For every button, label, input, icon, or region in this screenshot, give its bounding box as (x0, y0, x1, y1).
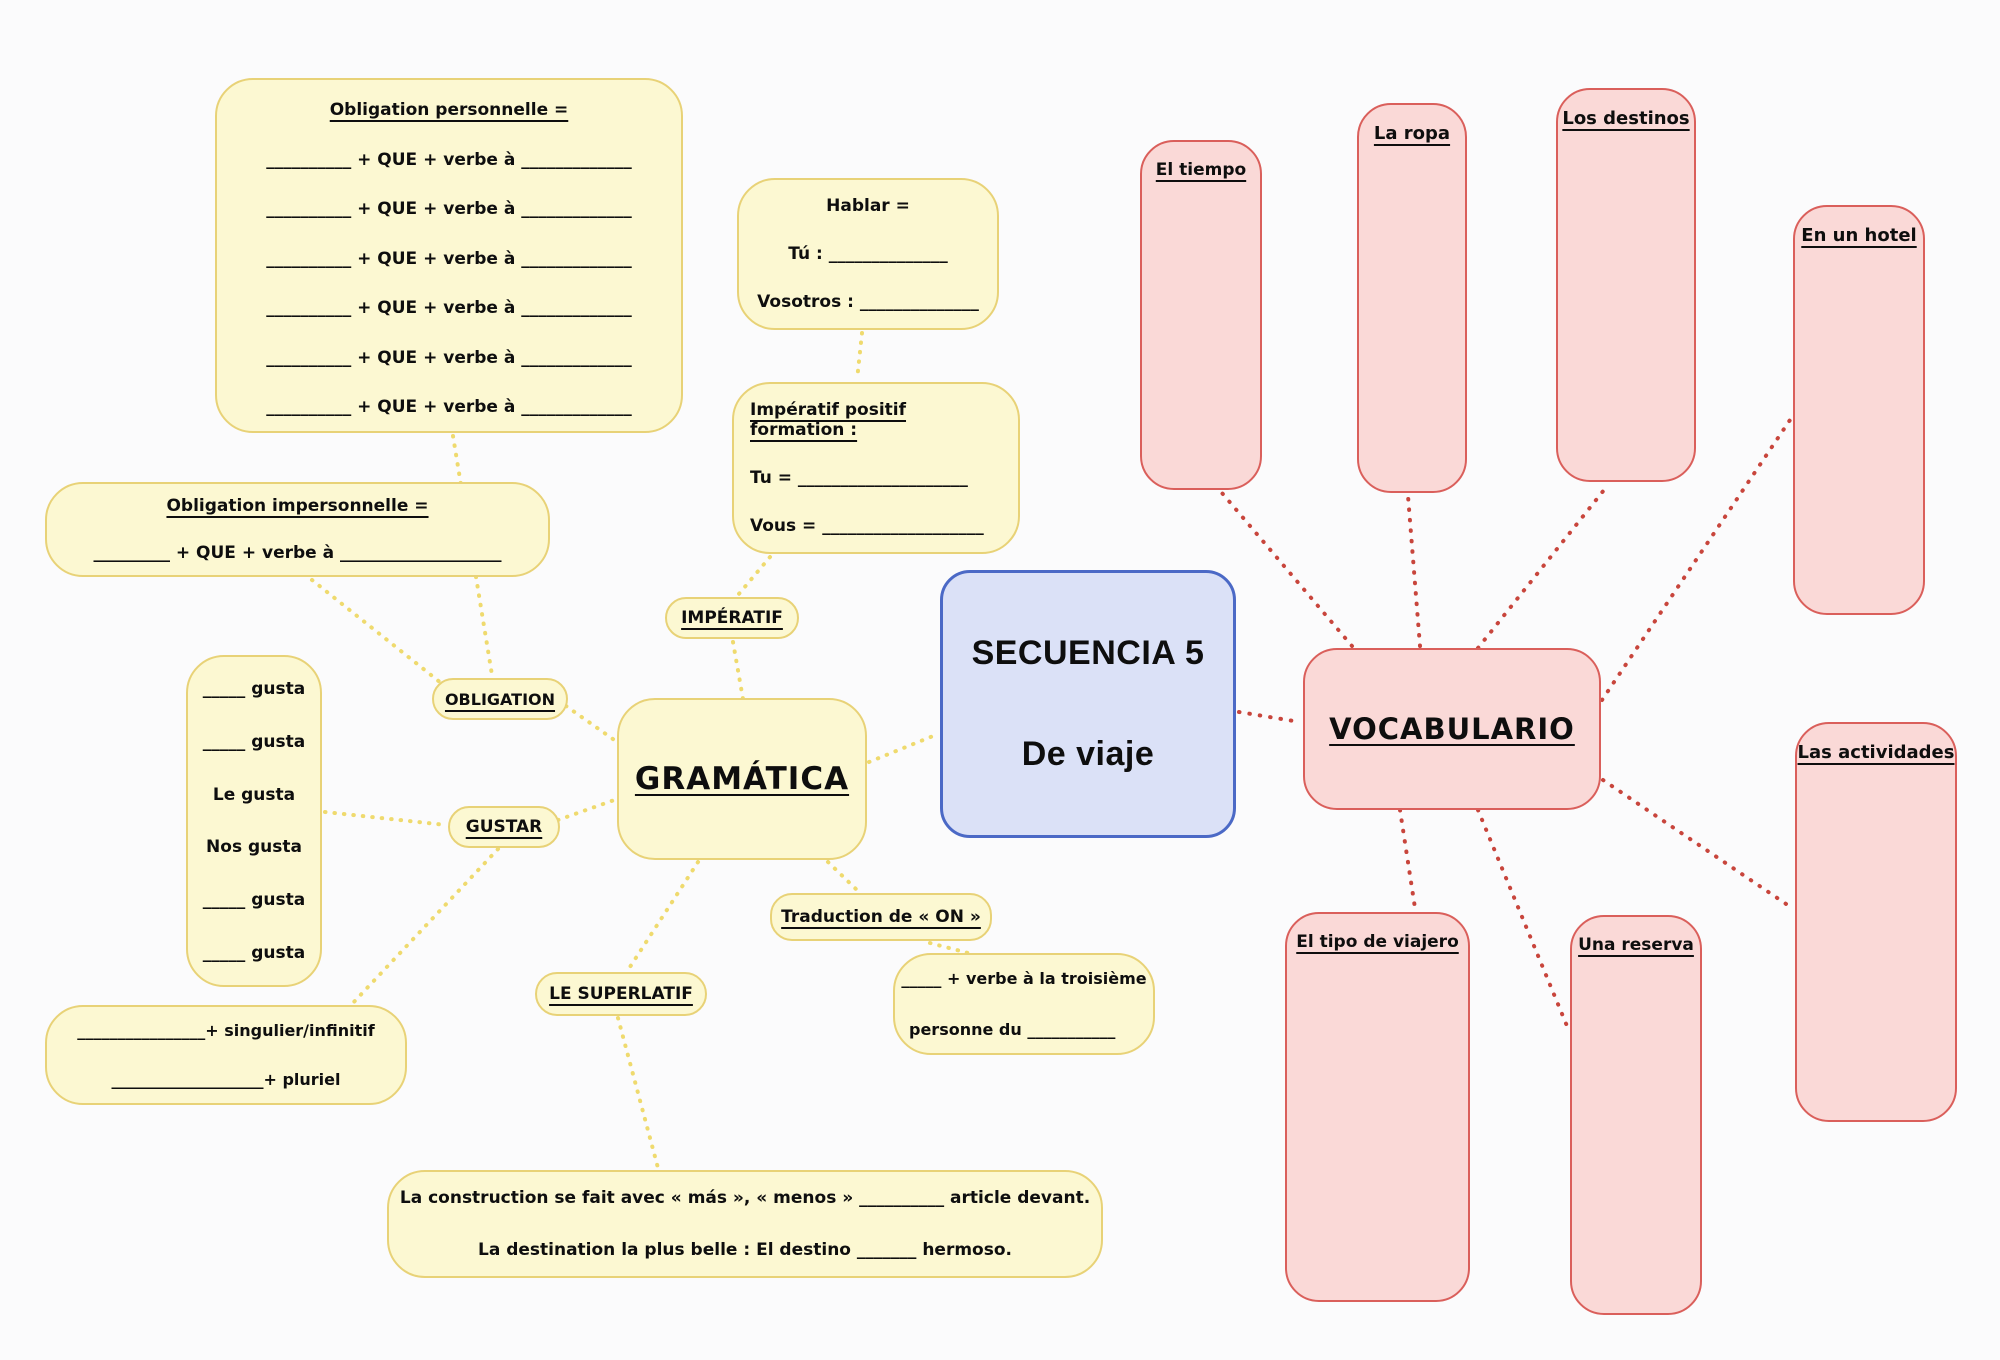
verbe-line-1: _____ + verbe à la troisième (901, 969, 1147, 988)
obligation-personnelle-line: __________ + QUE + verbe à _____________ (266, 248, 632, 269)
gustar-label-text: GUSTAR (465, 817, 543, 837)
connector-formation-imperatif (736, 555, 772, 597)
connector-vocab-reserva (1476, 808, 1569, 1028)
topic-label: Las actividades (1797, 742, 1955, 763)
node-hablar: Hablar = Tú : ______________ Vosotros : … (737, 178, 999, 330)
node-topic-la-ropa: La ropa (1357, 103, 1467, 493)
verbe-line-2: personne du ___________ (909, 1020, 1116, 1039)
node-obligation-personnelle: Obligation personnelle = __________ + QU… (215, 78, 683, 433)
connector-vocab-tipo (1398, 808, 1417, 910)
connector-gramatica-superlatif (626, 860, 700, 972)
gusta-line: _____ gusta (202, 942, 306, 963)
connector-secuencia-vocabulario (1237, 710, 1302, 724)
obligation-personnelle-line: __________ + QUE + verbe à _____________ (266, 149, 632, 170)
node-superlatif-blanks: ________________+ singulier/infinitif __… (45, 1005, 407, 1105)
obligation-personnelle-line: __________ + QUE + verbe à _____________ (266, 347, 632, 368)
node-topic-en-un-hotel: En un hotel (1793, 205, 1925, 615)
hablar-tu-line: Tú : ______________ (788, 244, 948, 264)
node-construction: La construction se fait avec « más », « … (387, 1170, 1103, 1278)
node-gusta-list: _____ gusta _____ gusta Le gusta Nos gus… (186, 655, 322, 987)
topic-label: La ropa (1373, 123, 1451, 144)
gramatica-title: GRAMÁTICA (634, 761, 850, 797)
hablar-vosotros-line: Vosotros : ______________ (757, 292, 979, 312)
gusta-line: _____ gusta (202, 731, 306, 752)
connector-gustar-blanks (350, 847, 500, 1006)
node-superlatif-label: LE SUPERLATIF (535, 972, 707, 1016)
node-topic-los-destinos: Los destinos (1556, 88, 1696, 482)
node-gustar-label: GUSTAR (448, 806, 560, 848)
node-obligation-label: OBLIGATION (432, 678, 568, 720)
node-topic-las-actividades: Las actividades (1795, 722, 1957, 1122)
connector-imperatif-gramatica (731, 640, 745, 701)
gusta-line: Nos gusta (206, 837, 302, 858)
connector-obligation-gramatica (564, 704, 622, 746)
connector-gramatica-secuencia (867, 732, 940, 764)
node-topic-el-tiempo: El tiempo (1140, 140, 1262, 490)
gusta-line: Le gusta (212, 784, 296, 805)
obligation-impersonnelle-title: Obligation impersonnelle = (166, 496, 429, 516)
node-gramatica: GRAMÁTICA (617, 698, 867, 860)
connector-vocab-actividades (1601, 778, 1794, 910)
superlatif-blank-pluriel: ___________________+ pluriel (111, 1070, 341, 1089)
connector-gustalist-gustar (323, 810, 448, 827)
obligation-label-text: OBLIGATION (444, 689, 556, 709)
topic-label: En un hotel (1801, 225, 1917, 246)
node-secuencia-5: SECUENCIA 5 De viaje (940, 570, 1236, 838)
construction-line-1: La construction se fait avec « más », « … (399, 1188, 1091, 1208)
node-imperatif-formation: Impératif positif formation : Tu = _____… (732, 382, 1020, 554)
node-imperatif-label: IMPÉRATIF (665, 597, 799, 639)
connector-impersonnelle-obligation (310, 578, 448, 689)
node-verbe-troisieme: _____ + verbe à la troisième personne du… (893, 953, 1155, 1055)
traduction-label-text: Traduction de « ON » (781, 907, 981, 927)
topic-label: Una reserva (1578, 935, 1694, 955)
gusta-line: _____ gusta (202, 679, 306, 699)
gusta-line: _____ gusta (202, 890, 306, 911)
topic-label: Los destinos (1562, 108, 1690, 129)
superlatif-label-text: LE SUPERLATIF (549, 984, 693, 1004)
topic-label: El tipo de viajero (1296, 932, 1459, 952)
connector-vocab-ropa (1406, 494, 1422, 648)
imperatif-formation-vous-line: Vous = ___________________ (750, 516, 984, 536)
connector-superlatif-construction (616, 1016, 660, 1170)
vocabulario-title: VOCABULARIO (1329, 712, 1575, 746)
secuencia-title-line-2: De viaje (1021, 734, 1155, 773)
node-topic-el-tipo-de-viajero: El tipo de viajero (1285, 912, 1470, 1302)
hablar-title: Hablar = (826, 196, 910, 216)
superlatif-blank-singulier: ________________+ singulier/infinitif (77, 1021, 375, 1040)
topic-label: El tiempo (1155, 160, 1247, 180)
obligation-personnelle-title: Obligation personnelle = (329, 100, 569, 120)
connector-gustar-gramatica (556, 796, 622, 822)
imperatif-formation-title: Impératif positif formation : (750, 400, 907, 440)
node-traduction-label: Traduction de « ON » (770, 893, 992, 941)
secuencia-title-line-1: SECUENCIA 5 (971, 634, 1205, 673)
imperatif-formation-tu-line: Tu = ____________________ (750, 468, 968, 488)
construction-line-2: La destination la plus belle : El destin… (477, 1240, 1012, 1260)
obligation-personnelle-line: __________ + QUE + verbe à _____________ (266, 298, 632, 318)
node-topic-una-reserva: Una reserva (1570, 915, 1702, 1315)
obligation-personnelle-line: __________ + QUE + verbe à _____________ (266, 397, 632, 417)
connector-gramatica-traduction (826, 860, 860, 893)
connector-vocab-destinos (1476, 483, 1610, 650)
node-vocabulario: VOCABULARIO (1303, 648, 1601, 810)
node-obligation-impersonnelle: Obligation impersonnelle = _________ + Q… (45, 482, 550, 577)
connector-hablar-formation (855, 331, 864, 382)
obligation-personnelle-line: __________ + QUE + verbe à _____________ (266, 199, 632, 219)
obligation-impersonnelle-line: _________ + QUE + verbe à ______________… (93, 543, 502, 563)
connector-vocab-tiempo (1220, 491, 1354, 648)
imperatif-label-text: IMPÉRATIF (681, 608, 783, 628)
